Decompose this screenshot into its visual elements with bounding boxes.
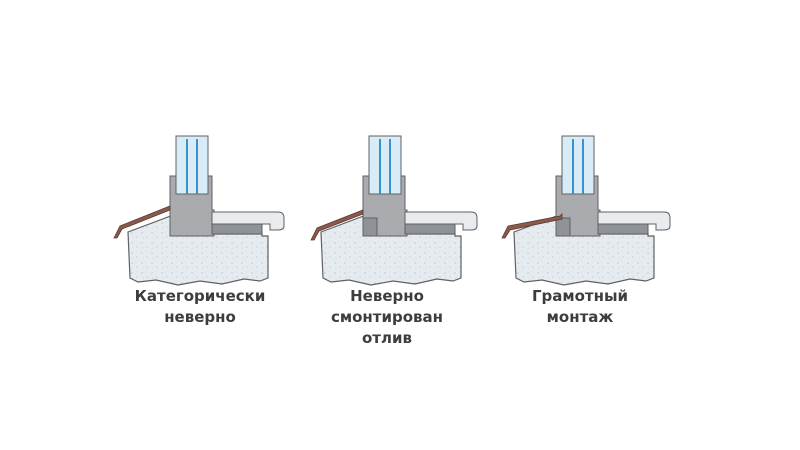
window-sill-board — [404, 211, 478, 231]
frame-shim — [362, 217, 378, 237]
window-sill-board — [211, 211, 285, 231]
sill-seal — [597, 223, 649, 235]
drip-flashing — [310, 209, 364, 241]
caption-line: Неверно — [350, 287, 424, 305]
caption-line: отлив — [362, 329, 412, 347]
caption-wrongly-mounted-drip: Неверно смонтирован отлив — [287, 286, 487, 349]
glass-unit — [561, 135, 595, 195]
caption-categorically-wrong: Категорически неверно — [100, 286, 300, 328]
drip-flashing — [501, 213, 563, 239]
caption-line: неверно — [164, 308, 236, 326]
caption-line: Грамотный — [531, 287, 629, 305]
panel-wrongly-mounted-drip — [310, 135, 478, 286]
caption-correct-installation: Грамотный монтаж — [480, 286, 680, 328]
frame-shim — [555, 217, 571, 237]
sill-seal — [404, 223, 456, 235]
glass-unit — [368, 135, 402, 195]
window-sill-board — [597, 211, 671, 231]
glass-unit — [175, 135, 209, 195]
panel-categorically-wrong — [113, 135, 285, 286]
caption-line: смонтирован — [330, 308, 444, 326]
caption-line: Категорически — [134, 287, 266, 305]
drip-flashing — [113, 205, 171, 239]
panel-correct-installation — [501, 135, 671, 286]
caption-line: монтаж — [546, 308, 614, 326]
sill-seal — [211, 223, 263, 235]
